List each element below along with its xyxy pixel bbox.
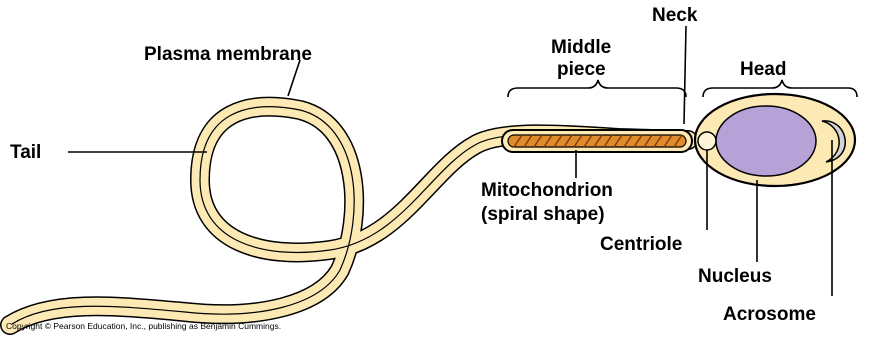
label-head: Head: [740, 59, 786, 80]
label-nucleus: Nucleus: [698, 266, 772, 287]
middle-piece: [502, 130, 692, 152]
label-mitochondrion-line1: Mitochondrion: [481, 180, 613, 201]
label-middle-piece-line2: piece: [557, 59, 606, 80]
head: [695, 94, 855, 186]
mitochondrion-spiral: [508, 135, 686, 147]
centriole: [698, 132, 716, 150]
label-acrosome: Acrosome: [723, 304, 816, 325]
label-tail: Tail: [10, 142, 41, 163]
label-centriole: Centriole: [600, 234, 682, 255]
nucleus: [716, 106, 816, 176]
label-mitochondrion-line2: (spiral shape): [481, 204, 605, 225]
label-neck: Neck: [652, 5, 698, 26]
label-plasma-membrane: Plasma membrane: [144, 44, 312, 65]
copyright-text: Copyright © Pearson Education, Inc., pub…: [6, 321, 281, 331]
label-middle-piece-line1: Middle: [551, 37, 611, 58]
middle-piece-brace: [508, 80, 686, 97]
